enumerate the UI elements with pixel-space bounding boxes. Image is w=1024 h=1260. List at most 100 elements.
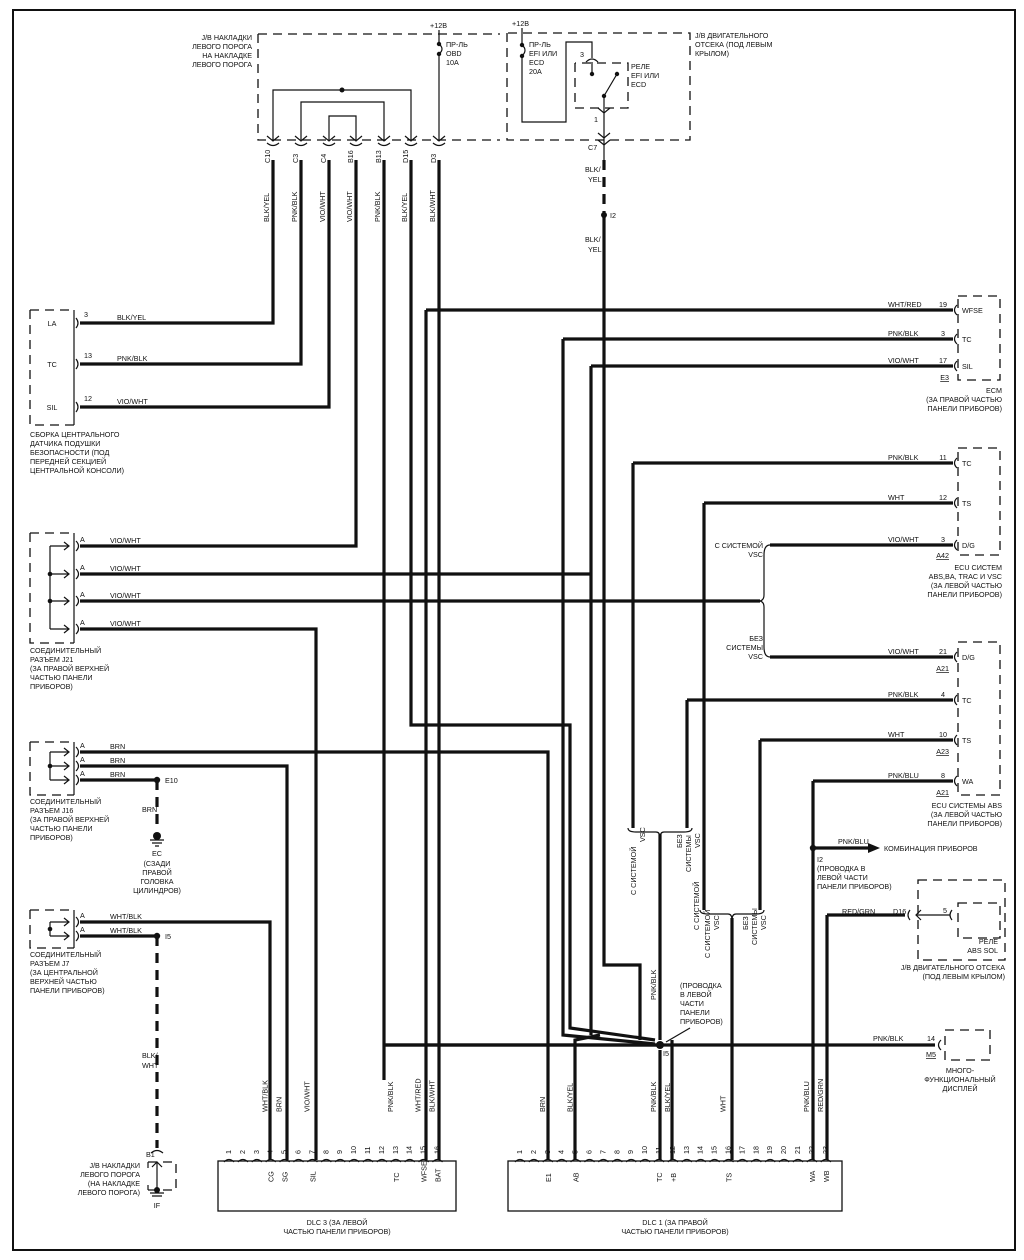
svg-text:ABS SOL: ABS SOL (967, 946, 998, 955)
ecm-pins-pin-name-tc: TC (962, 335, 972, 344)
connector-pin-icon (953, 734, 958, 746)
dlc1-terminal-wa: WA (808, 1170, 817, 1182)
vsc-without-vert-1: БЕЗ (675, 834, 684, 848)
jb-engine-compartment: +12В J/B ДВИГАТЕЛЬНОГО ОТСЕКА (ПОД ЛЕВЫМ… (506, 19, 772, 254)
wire-ecm-tc (561, 337, 953, 1046)
svg-text:ГОЛОВКА: ГОЛОВКА (140, 877, 173, 886)
sill-pin-d3: D3 (429, 154, 438, 163)
sill-pin-c10: C10 (263, 150, 272, 163)
connector-pin-icon (63, 760, 80, 772)
sill-pin-d15: D15 (401, 150, 410, 163)
svg-text:ДИСПЛЕЙ: ДИСПЛЕЙ (942, 1084, 977, 1093)
connector-pin-icon (322, 135, 336, 147)
j16-label-2: (ЗА ПРАВОЙ ВЕРХНЕЙ (30, 815, 109, 824)
splice-i2 (809, 844, 817, 852)
wire-abs-ts (758, 738, 953, 910)
dlc3-label-0: DLC 3 (ЗА ЛЕВОЙ (307, 1218, 368, 1227)
sill-wire-label-1: PNK/BLK (290, 191, 299, 222)
connector-pin-icon (75, 401, 79, 413)
dlc3-pin-num-8: 8 (321, 1150, 330, 1154)
connector-pin-icon (293, 1158, 304, 1163)
wire-red-grn (825, 913, 905, 1160)
j21-label-4: ПРИБОРОВ) (30, 682, 73, 691)
fuse-efi-label-2: EFI ИЛИ (529, 49, 557, 58)
connector-pin-icon (294, 135, 308, 147)
connector-pin-icon (63, 623, 80, 635)
connector-pin-icon (681, 1158, 693, 1163)
dlc3-wire-label-15: WHT/RED (414, 1078, 423, 1112)
dlc3-pin-num-5: 5 (280, 1150, 289, 1154)
relay-efi-box (574, 62, 629, 109)
dlc1-pin-num-12: 12 (668, 1146, 677, 1154)
connector-pin-icon (377, 135, 391, 147)
dlc3-wire-label-16: BLK/WHT (428, 1079, 437, 1112)
jb-sill-label-4: ЛЕВОГО ПОРОГА (192, 60, 252, 69)
abs-pins-wire-label-0: VIO/WHT (888, 647, 919, 656)
j16-pin-2: A (80, 769, 85, 778)
ground-ec-name: EC (152, 849, 162, 858)
sill-pin-c4: C4 (319, 154, 328, 163)
wire-label-pnk-blu: PNK/BLU (838, 837, 869, 846)
j21-label-0: СОЕДИНИТЕЛЬНЫЙ (30, 646, 101, 655)
j21-wire-label-1: VIO/WHT (110, 564, 141, 573)
svg-text:ПАНЕЛИ ПРИБОРОВ): ПАНЕЛИ ПРИБОРОВ) (817, 882, 892, 891)
sill-pin-c3: C3 (291, 154, 300, 163)
dlc3-label-1: ЧАСТЬЮ ПАНЕЛИ ПРИБОРОВ) (283, 1227, 390, 1236)
dlc3-pin-num-12: 12 (377, 1146, 386, 1154)
splice-i2-top: I2 (610, 211, 616, 220)
ecm-pins-wire-label-2: VIO/WHT (888, 356, 919, 365)
airbag-box (29, 309, 74, 426)
abs-pins-pin-num-10: 10 (939, 730, 947, 739)
wire-vsc-ts (702, 501, 953, 910)
connector-c7: C7 (588, 143, 597, 152)
dlc1-pin-num-19: 19 (765, 1146, 774, 1154)
abs-pins-pin-name-tc: TC (962, 696, 972, 705)
connector-pin-icon (750, 1158, 762, 1163)
j7-wire-label-0: WHT/BLK (110, 912, 142, 921)
wire-j21-4-sil (80, 627, 318, 1160)
dlc3-terminal-bat: BAT (434, 1168, 443, 1182)
connector-pin-icon (611, 1158, 623, 1163)
vsc-label-1: ABS,BA, TRAC И VSC (929, 572, 1002, 581)
svg-text:МНОГО-: МНОГО- (946, 1066, 975, 1075)
abs-pins-pin-num-8: 8 (941, 771, 945, 780)
abs-pins-pin-name-wa: WA (962, 777, 974, 786)
wires (80, 160, 953, 1160)
fuse-obd-label-3: 10A (446, 58, 459, 67)
dlc1-pin-num-21: 21 (793, 1146, 802, 1154)
dlc3-pin-num-13: 13 (391, 1146, 400, 1154)
ecm-pins-pin-name-wfse: WFSE (962, 306, 983, 315)
vsc-pins-pin-num-12: 12 (939, 493, 947, 502)
relay-efi-label-1: РЕЛЕ (631, 62, 650, 71)
dlc1-pin-num-2: 2 (529, 1150, 538, 1154)
airbag-pin-num-3: 3 (84, 310, 88, 319)
j7-wire-label-1: WHT/BLK (110, 926, 142, 935)
connector-pin-icon (404, 1158, 416, 1163)
dlc1-wire-label-22: PNK/BLU (802, 1081, 811, 1112)
abs-pins-wire-label-3: PNK/BLU (888, 771, 919, 780)
connector-pin-icon (362, 1158, 374, 1163)
connector-pin-icon (306, 1158, 318, 1163)
ground-ec: BRN EC (СЗАДИ ПРАВОЙ ГОЛОВКА ЦИЛИНДРОВ) (133, 805, 181, 895)
dlc1-label-0: DLC 1 (ЗА ПРАВОЙ (642, 1218, 707, 1227)
mfd-pin: 14 (927, 1034, 935, 1043)
vsc-pins-pin-name-ts: TS (962, 499, 971, 508)
splice-i2-name: I2 (817, 855, 823, 864)
dlc3-pin-num-16: 16 (433, 1146, 442, 1154)
abs-pins-conn-a21: A21 (936, 664, 949, 673)
airbag-pin-num-13: 13 (84, 351, 92, 360)
ground-if-name: IF (154, 1201, 161, 1210)
connector-pin-icon (953, 457, 958, 469)
abs-pins-pin-name-d-g: D/G (962, 653, 975, 662)
dlc3-pin-num-7: 7 (307, 1150, 316, 1154)
abs-pins-pin-num-21: 21 (939, 647, 947, 656)
j7-box (29, 909, 74, 949)
dlc1-wire-label-3: BRN (538, 1097, 547, 1112)
jb-engine-label-1: J/B ДВИГАТЕЛЬНОГО (695, 31, 769, 40)
svg-text:(СЗАДИ: (СЗАДИ (144, 859, 171, 868)
ecm-pins-pin-name-sil: SIL (962, 362, 973, 371)
dlc1-wire-label-23: RED/GRN (816, 1079, 825, 1112)
j16-label-0: СОЕДИНИТЕЛЬНЫЙ (30, 797, 101, 806)
